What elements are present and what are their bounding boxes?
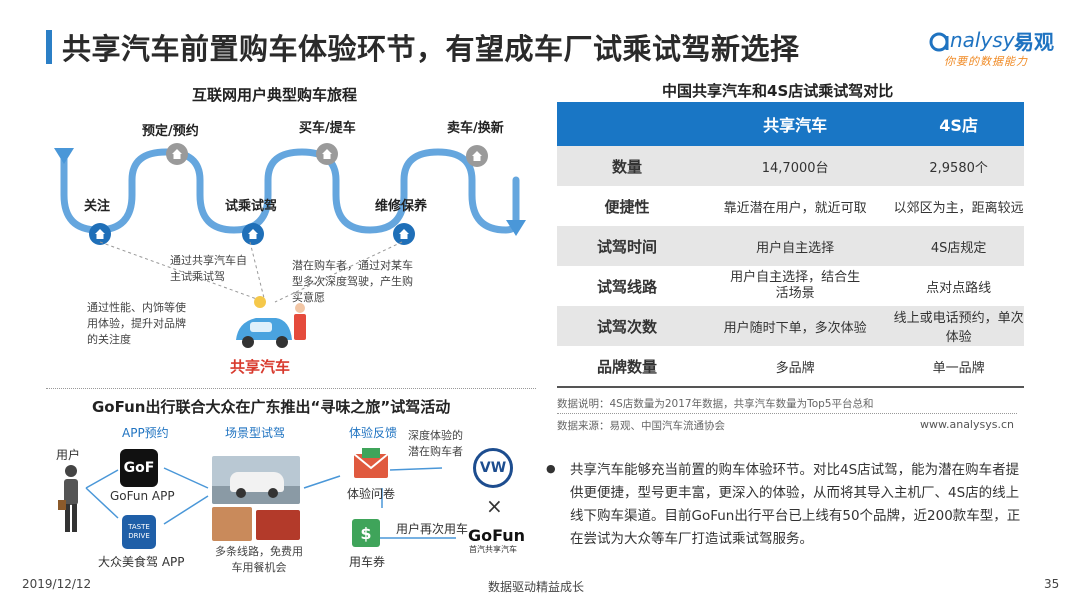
home-icon: [89, 223, 111, 245]
header-cell: 4S店: [893, 102, 1024, 146]
shared-car-label: 共享汽车: [230, 358, 291, 376]
journey-title: 互联网用户典型购车旅程: [192, 86, 358, 104]
page-number: 35: [1044, 577, 1060, 591]
cross-symbol: ×: [486, 494, 503, 518]
stage-label-test-drive: 试乘试驾: [225, 199, 278, 214]
row-key: 便捷性: [557, 186, 697, 226]
home-icon: [166, 143, 188, 165]
home-icon: [466, 145, 488, 167]
note-divider: [557, 413, 1017, 414]
site-url: www.analysys.cn: [920, 418, 1014, 431]
logo-text-cn: 易观: [1014, 30, 1054, 54]
flow-arrows: [85, 467, 456, 539]
gofun-app-icon: GoF: [120, 449, 158, 487]
footer-slogan: 数据驱动精益成长: [488, 580, 585, 594]
coupon-label: 用车券: [349, 555, 386, 569]
row-cell: 用户随时下单，多次体验: [697, 306, 894, 346]
row-key: 品牌数量: [557, 346, 697, 387]
scene-car-photo: [212, 456, 300, 504]
row-cell: 4S店规定: [893, 226, 1024, 266]
journey-wave: [54, 148, 526, 236]
home-icon: [393, 223, 415, 245]
row-cell: 14,7000台: [697, 146, 894, 186]
row-key: 试驾线路: [557, 266, 697, 306]
row-cell: 用户自主选择，结合生活场景: [697, 266, 894, 306]
logo-text-en: nalysys: [950, 28, 1025, 52]
taste-icon-line1: TASTE: [128, 523, 150, 531]
row-cell: 点对点路线: [893, 266, 1024, 306]
home-icon: [242, 223, 264, 245]
journey-pointers: [99, 241, 403, 303]
table-row: 试驾时间 用户自主选择 4S店规定: [557, 226, 1024, 266]
scene-landscape-photo: [212, 507, 252, 541]
stage-label-sell: 卖车/换新: [447, 121, 504, 136]
logo-slogan: 你要的数据能力: [944, 55, 1028, 68]
compare-table: 共享汽车 4S店 数量 14,7000台 2,9580个 便捷性 靠近潜在用户，…: [557, 102, 1024, 388]
logo-a-icon: [929, 32, 949, 52]
row-cell: 以郊区为主，距离较远: [893, 186, 1024, 226]
footer-date: 2019/12/12: [22, 577, 92, 591]
analysys-logo: nalysys 易观 你要的数据能力: [928, 26, 1058, 70]
table-row: 品牌数量 多品牌 单一品牌: [557, 346, 1024, 387]
deep-experience-label: 深度体验的潜在购车者: [408, 429, 463, 458]
scene-food-photo: [256, 510, 300, 540]
scene-label: 场景型试驾: [225, 426, 286, 440]
note-mid: 通过共享汽车自主试乘试驾: [170, 254, 247, 283]
row-cell: 2,9580个: [893, 146, 1024, 186]
row-cell: 单一品牌: [893, 346, 1024, 387]
again-label: 用户再次用车: [396, 522, 469, 536]
stage-label-buy: 买车/提车: [299, 121, 356, 136]
taste-drive-app-icon: TASTE DRIVE: [122, 515, 156, 549]
row-key: 试驾次数: [557, 306, 697, 346]
header-cell: [557, 102, 697, 146]
survey-label: 体验问卷: [347, 487, 396, 501]
gofun-app-label: GoFun APP: [110, 489, 175, 503]
bullet-text: 共享汽车能够充当前置的购车体验环节。对比4S店试驾，能为潜在购车者提供更便捷，型…: [570, 462, 1021, 547]
shared-car-illustration: [236, 296, 306, 348]
coupon-icon: $: [352, 519, 380, 547]
scene-caption: 多条线路，免费用车用餐机会: [215, 545, 303, 574]
gofun-logo: GoFun: [468, 526, 526, 545]
data-source: 数据来源：易观、中国汽车流通协会: [557, 420, 725, 432]
taste-icon-line2: DRIVE: [128, 532, 150, 540]
table-row: 便捷性 靠近潜在用户，就近可取 以郊区为主，距离较远: [557, 186, 1024, 226]
home-icon: [316, 143, 338, 165]
user-label: 用户: [56, 448, 81, 462]
table-header-row: 共享汽车 4S店: [557, 102, 1024, 146]
taste-app-label: 大众美食驾 APP: [98, 555, 185, 569]
data-note: 数据说明：4S店数量为2017年数据，共享汽车数量为Top5平台总和: [557, 398, 874, 410]
mail-icon: [353, 448, 389, 478]
page-title: 共享汽车前置购车体验环节，有望成车厂试乘试驾新选择: [62, 32, 800, 66]
row-key: 数量: [557, 146, 697, 186]
table-row: 数量 14,7000台 2,9580个: [557, 146, 1024, 186]
title-accent-bar: [46, 30, 52, 64]
row-cell: 用户自主选择: [697, 226, 894, 266]
row-key: 试驾时间: [557, 226, 697, 266]
compare-title: 中国共享汽车和4S店试乘试驾对比: [662, 82, 894, 100]
note-right: 潜在购车者，通过对某车型多次深度驾驶，产生购买意愿: [292, 259, 413, 304]
stage-label-reserve: 预定/预约: [142, 124, 199, 139]
table-row: 试驾次数 用户随时下单，多次体验 线上或电话预约，单次体验: [557, 306, 1024, 346]
bullet-dot: ●: [546, 462, 556, 475]
note-left: 通过性能、内饰等使用体验，提升对品牌的关注度: [87, 301, 186, 346]
feedback-label: 体验反馈: [349, 426, 398, 440]
stage-label-attention: 关注: [84, 199, 111, 214]
header-cell: 共享汽车: [697, 102, 894, 146]
person-icon: [58, 465, 78, 532]
row-cell: 线上或电话预约，单次体验: [893, 306, 1024, 346]
app-booking-label: APP预约: [122, 426, 169, 440]
gofun-title: GoFun出行联合大众在广东推出“寻味之旅”试驾活动: [92, 398, 451, 416]
gofun-logo-sub: 首汽共享汽车: [469, 545, 517, 554]
table-row: 试驾线路 用户自主选择，结合生活场景 点对点路线: [557, 266, 1024, 306]
row-cell: 多品牌: [697, 346, 894, 387]
vw-logo: VW: [473, 448, 513, 488]
row-cell: 靠近潜在用户，就近可取: [697, 186, 894, 226]
section-divider: [46, 388, 536, 389]
stage-label-maintenance: 维修保养: [375, 199, 428, 214]
